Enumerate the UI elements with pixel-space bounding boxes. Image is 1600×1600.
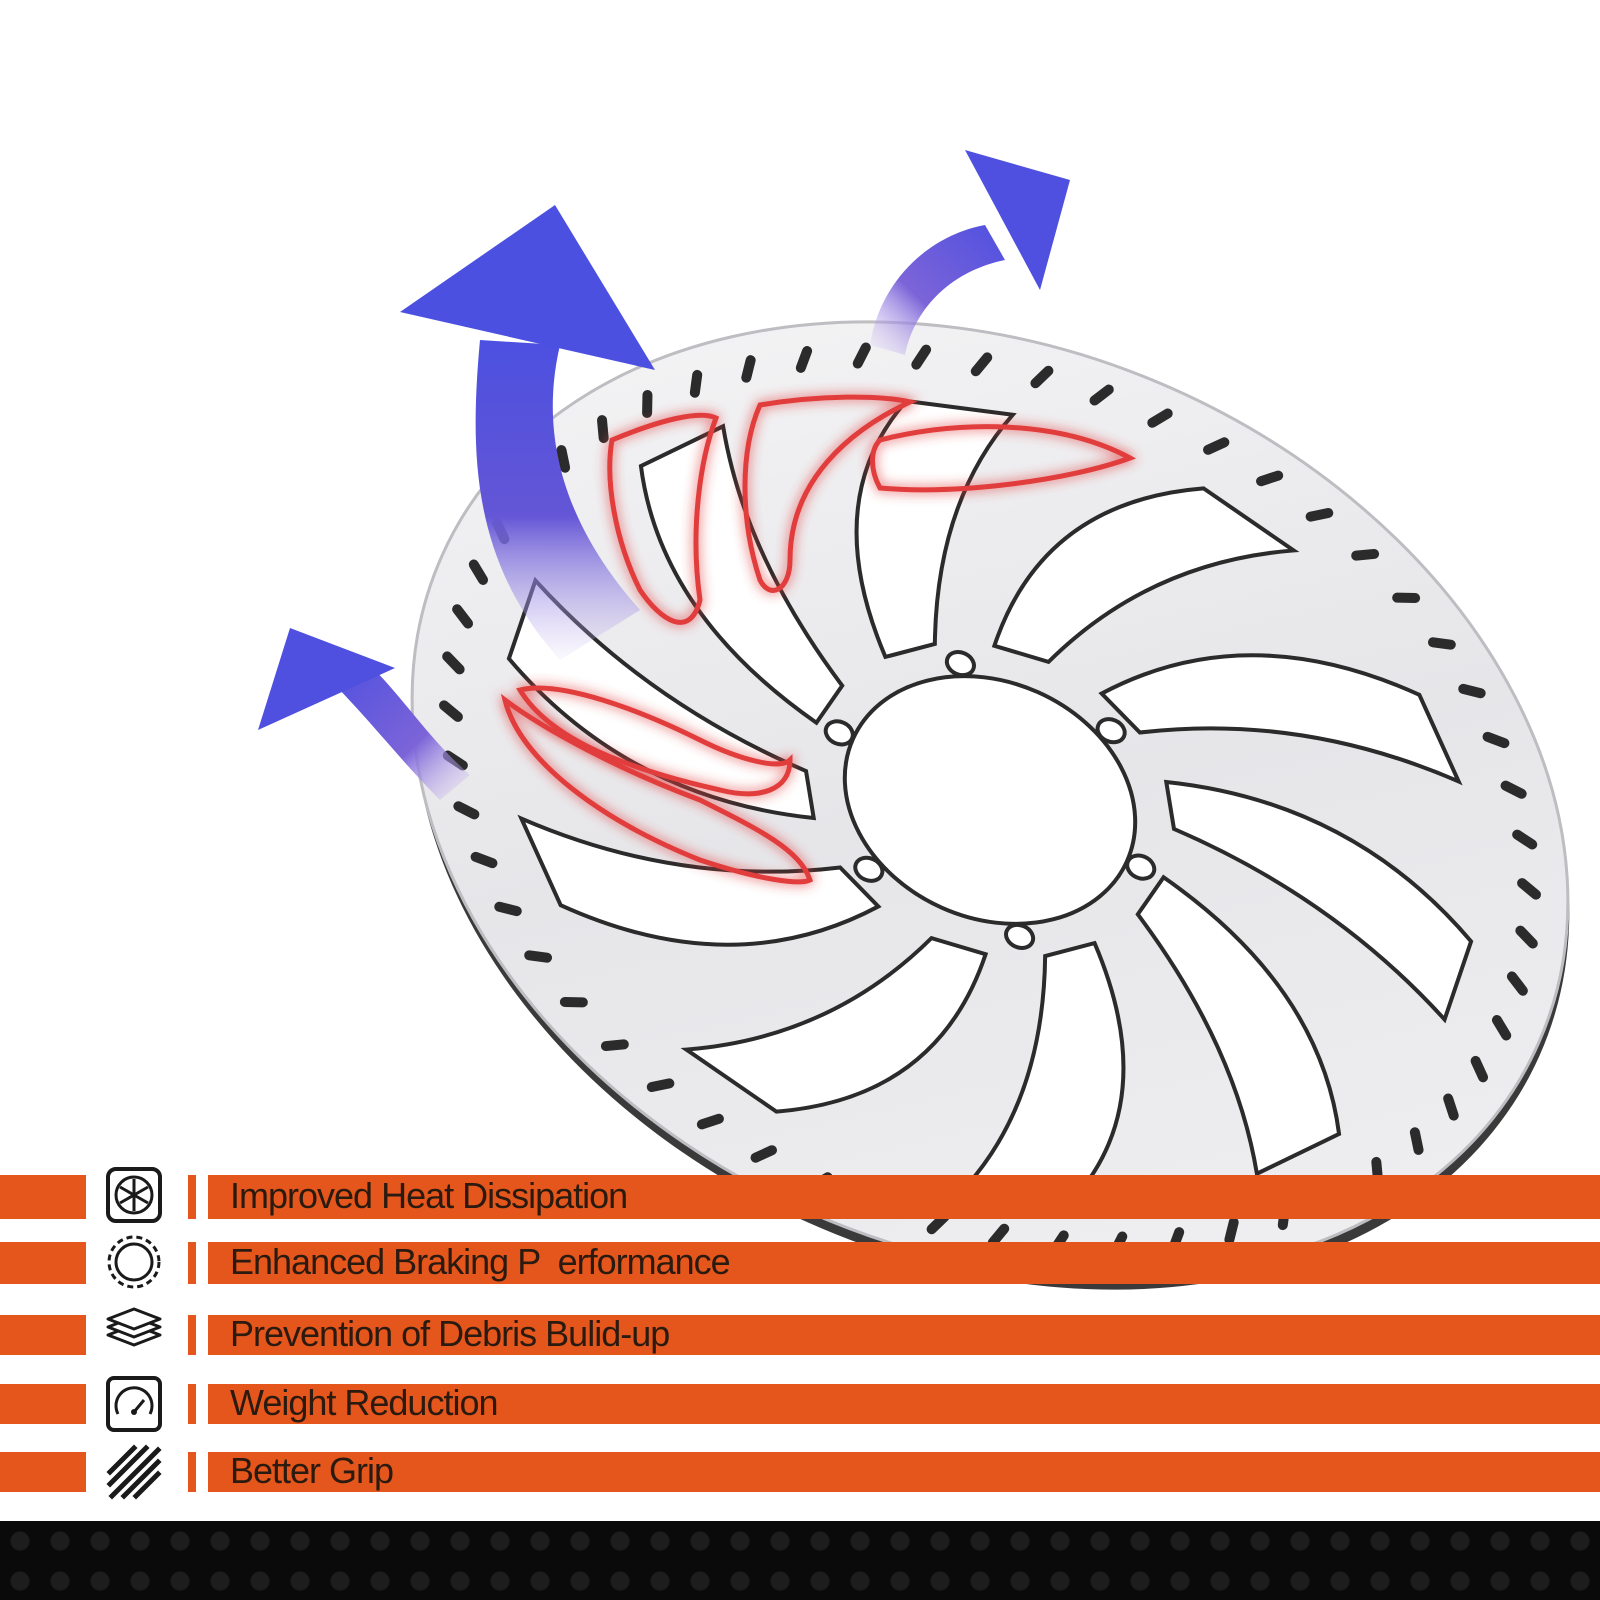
feature-label: Weight Reduction	[230, 1382, 498, 1424]
rotor-slot	[1500, 780, 1527, 799]
rotor-slot	[852, 342, 871, 369]
rotor-slot	[1491, 1015, 1512, 1041]
rotor-slot	[453, 801, 480, 820]
bolt-hole	[944, 650, 976, 678]
stripe-tick	[188, 1452, 196, 1492]
rotor-slot	[442, 651, 465, 675]
fan-icon	[106, 1167, 162, 1223]
rotor-cutout	[991, 486, 1300, 665]
rotor-slot	[524, 950, 553, 963]
feature-label: Prevention of Debris Bulid-up	[230, 1313, 670, 1355]
feature-row-debris: Prevention of Debris Bulid-up	[0, 1305, 1600, 1365]
stripe-left	[0, 1384, 86, 1424]
rotor-slot	[689, 369, 703, 398]
rotor-slot	[1458, 683, 1486, 699]
feature-row-braking: Enhanced Braking P erformance	[0, 1235, 1600, 1289]
rotor-slot	[1147, 408, 1173, 428]
feature-row-heat: Improved Heat Dissipation	[0, 1167, 1600, 1223]
rotor-slot	[1482, 731, 1510, 749]
airflow-arrow-left	[258, 628, 470, 800]
bolt-hole	[1125, 853, 1157, 881]
rotor-slot	[452, 604, 474, 629]
rotor-cutout	[854, 398, 1017, 660]
rotor-slot	[642, 389, 653, 418]
rotor-slot	[468, 559, 489, 585]
rotor-slot	[1427, 637, 1456, 650]
feature-row-grip: Better Grip	[0, 1442, 1600, 1502]
rotor-slot	[1030, 365, 1054, 389]
rotor-cutout	[680, 935, 989, 1114]
rotor-slot	[646, 1078, 675, 1093]
rotor-slot	[1512, 829, 1538, 850]
rotor-slot	[970, 352, 993, 377]
rotor-slot	[1409, 1127, 1424, 1155]
rotor-slot	[600, 1039, 629, 1052]
rotor-cutout	[1135, 874, 1342, 1177]
rotor-slot	[1224, 1217, 1239, 1245]
feature-row-weight: Weight Reduction	[0, 1376, 1600, 1432]
hatch-icon	[104, 1442, 164, 1502]
stripe-tick	[188, 1384, 196, 1424]
rotor-slot	[1443, 1093, 1459, 1121]
ring-icon	[107, 1235, 161, 1289]
rotor-slot	[750, 1145, 777, 1163]
feature-label: Enhanced Braking P erformance	[230, 1241, 731, 1283]
rotor-slot	[1515, 925, 1538, 949]
rotor-slot	[696, 1113, 724, 1130]
footer-band	[0, 1521, 1600, 1600]
rotor-slot	[1517, 878, 1541, 900]
rotor-cutout	[517, 814, 882, 947]
stripe-tick	[188, 1175, 196, 1219]
rotor-slot	[795, 346, 813, 373]
rotor-slot	[1392, 592, 1421, 604]
rotor-slot	[1506, 971, 1528, 996]
rotor-slot	[1256, 470, 1284, 487]
feature-label: Better Grip	[230, 1450, 394, 1492]
rotor-cutout	[638, 423, 845, 726]
rotor-slot	[439, 700, 463, 722]
feature-label: Improved Heat Dissipation	[230, 1175, 628, 1217]
stripe-main	[208, 1452, 1600, 1492]
bolt-hole	[1004, 922, 1036, 950]
stripe-main	[208, 1242, 1600, 1284]
stripe-left	[0, 1175, 86, 1219]
stripe-main	[208, 1315, 1600, 1355]
bolt-hole	[853, 855, 885, 883]
rotor-disc	[410, 320, 1570, 1290]
gauge-icon	[106, 1376, 162, 1432]
rotor-slot	[1203, 437, 1230, 455]
layers-icon	[104, 1305, 164, 1365]
rotor-slot	[1305, 507, 1334, 522]
rotor-slot	[911, 344, 932, 370]
rotor-slot	[1470, 1055, 1489, 1083]
airflow-arrow-main	[400, 205, 655, 660]
stripe-tick	[188, 1242, 196, 1284]
stripe-left	[0, 1315, 86, 1355]
stripe-left	[0, 1452, 86, 1492]
rotor-slot	[741, 355, 756, 383]
stripe-left	[0, 1242, 86, 1284]
heat-glow-zones	[500, 394, 1137, 885]
rotor-slot	[1089, 384, 1114, 406]
stripe-main	[208, 1384, 1600, 1424]
rotor-slot	[1351, 548, 1380, 561]
rotor-cutout	[1163, 779, 1474, 1024]
bolt-hole	[823, 719, 855, 747]
stripe-main	[208, 1175, 1600, 1219]
airflow-arrow-right	[870, 150, 1070, 355]
rotor-slot	[987, 1223, 1010, 1248]
rotor-slot	[559, 996, 588, 1008]
rotor-slot	[470, 851, 498, 869]
rotor-cutout	[1098, 653, 1463, 786]
stripe-tick	[188, 1315, 196, 1355]
bolt-hole	[1095, 717, 1127, 745]
rotor-slot	[597, 415, 609, 444]
rotor-slot	[494, 901, 522, 917]
